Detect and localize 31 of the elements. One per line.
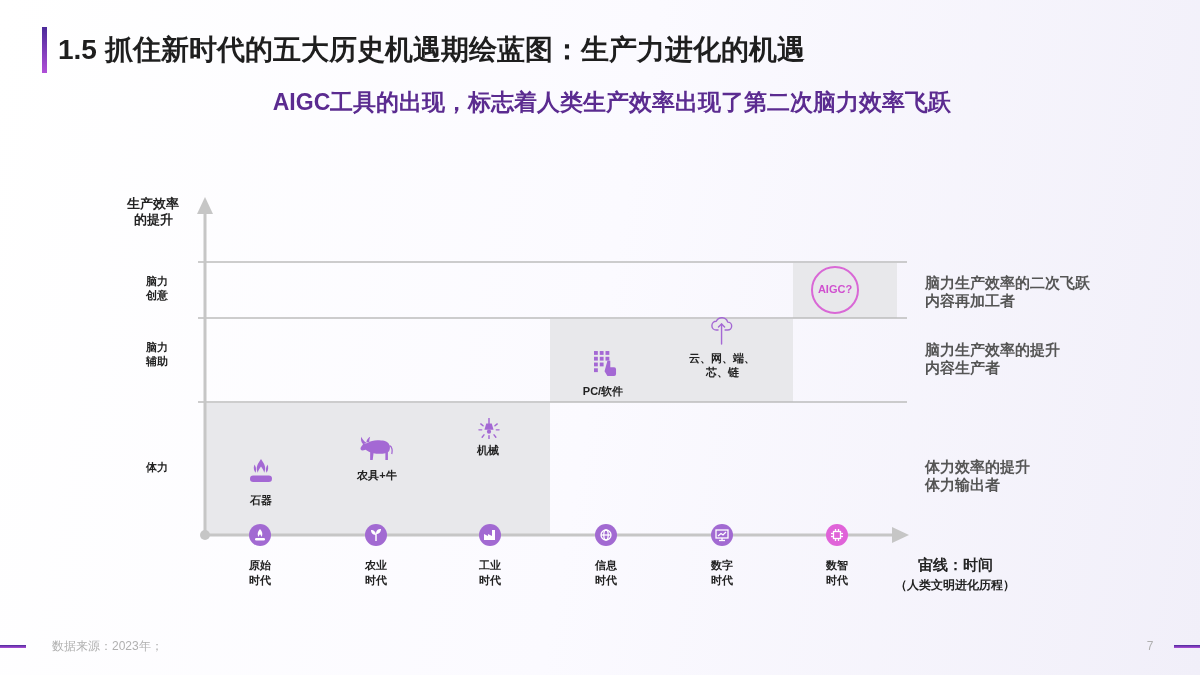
row-label: 脑力辅助 bbox=[145, 339, 169, 369]
item-label: 石器 bbox=[250, 492, 272, 508]
item-label: PC/软件 bbox=[582, 383, 624, 399]
shaded-block bbox=[793, 263, 897, 318]
axis-subtitle: （人类文明进化历程） bbox=[895, 578, 1015, 594]
shaded-block bbox=[206, 403, 550, 535]
axis-title: 宙线：时间 bbox=[917, 555, 993, 575]
era-label: 数智时代 bbox=[825, 558, 849, 588]
subtitle: AIGC工具的出现，标志着人类生产效率出现了第二次脑力效率飞跃 bbox=[272, 88, 952, 118]
era-label: 农业时代 bbox=[364, 558, 388, 588]
era-label: 工业时代 bbox=[478, 558, 502, 588]
era-label: 数字时代 bbox=[710, 558, 734, 588]
row-label: 脑力创意 bbox=[145, 273, 169, 303]
level-description: 脑力生产效率的二次飞跃 bbox=[925, 273, 1090, 293]
level-description: 脑力生产效率的提升 bbox=[925, 340, 1060, 360]
source-note: 数据来源：2023年； bbox=[52, 639, 163, 655]
item-label: 农具+牛 bbox=[357, 467, 397, 483]
row-label: 体力 bbox=[145, 459, 169, 475]
item-label: 云、网、端、芯、链 bbox=[688, 350, 756, 380]
item-label: 机械 bbox=[477, 442, 499, 458]
axis-title: 生产效率的提升 bbox=[126, 195, 180, 229]
level-description: 体力效率的提升 bbox=[925, 457, 1030, 477]
page-number: 7 bbox=[1146, 639, 1154, 655]
level-description: 体力输出者 bbox=[925, 475, 1000, 495]
level-description: 内容生产者 bbox=[925, 358, 1000, 378]
title: 1.5 抓住新时代的五大历史机遇期绘蓝图：生产力进化的机遇 bbox=[58, 32, 805, 67]
circled-label: AIGC? bbox=[811, 266, 859, 314]
shaded-block bbox=[550, 319, 793, 402]
level-description: 内容再加工者 bbox=[925, 291, 1015, 311]
era-label: 原始时代 bbox=[248, 558, 272, 588]
era-label: 信息时代 bbox=[594, 558, 618, 588]
